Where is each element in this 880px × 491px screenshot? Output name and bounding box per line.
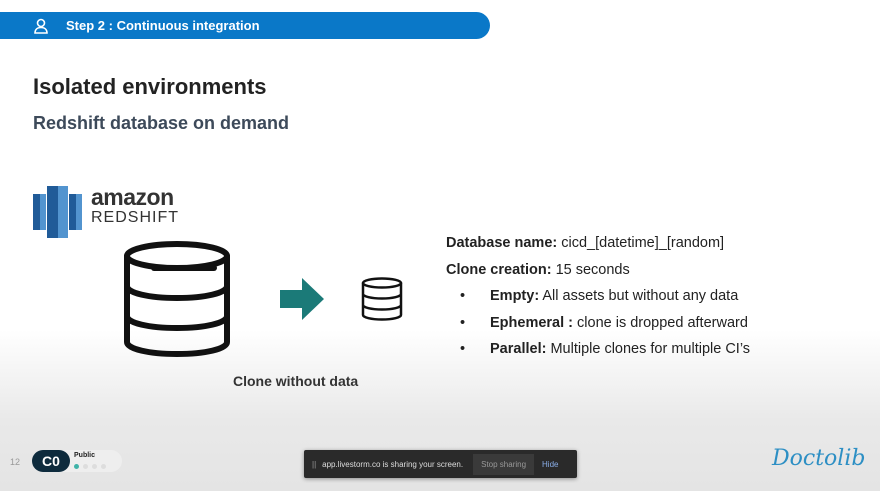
section-title: Step 2 : Continuous integration	[66, 18, 260, 33]
classification-label: Public	[74, 452, 96, 459]
logo-text-redshift: REDSHIFT	[91, 209, 179, 226]
slide-subtitle-wrap: Redshift database on demand	[33, 112, 289, 134]
section-header: Step 2 : Continuous integration	[0, 12, 490, 39]
hide-button[interactable]: Hide	[542, 459, 559, 469]
classification-dots	[74, 464, 106, 469]
arrow-right-icon	[280, 278, 324, 320]
bullet-ephemeral: Ephemeral : clone is dropped afterward	[460, 310, 750, 337]
details-list: Database name: cicd_[datetime]_[random] …	[446, 230, 750, 363]
stop-sharing-button[interactable]: Stop sharing	[473, 453, 535, 475]
slide-title-wrap: Isolated environments	[33, 74, 267, 100]
label: Ephemeral :	[490, 314, 573, 331]
value: clone is dropped afterward	[577, 314, 748, 331]
user-group-icon	[34, 18, 48, 34]
value: All assets but without any data	[542, 288, 739, 304]
slide-subtitle: Redshift database on demand	[33, 113, 290, 133]
bullet-parallel: Parallel: Multiple clones for multiple C…	[460, 336, 750, 363]
logo-text-amazon: amazon	[91, 184, 174, 210]
value: cicd_[datetime]_[random]	[561, 235, 725, 251]
page-number: 12	[10, 457, 21, 467]
redshift-logo-icon	[33, 186, 82, 238]
screen-sharing-bar: || app.livestorm.co is sharing your scre…	[304, 450, 577, 478]
label: Empty:	[490, 288, 540, 304]
value: 15 seconds	[555, 261, 630, 278]
database-small-icon	[361, 277, 403, 321]
bullet-empty: Empty: All assets but without any data	[460, 283, 750, 310]
doctolib-logo: Doctolib	[772, 446, 866, 471]
classification-badge: C0	[32, 450, 70, 472]
label: Database name:	[446, 235, 558, 251]
drag-handle-icon[interactable]: ||	[312, 459, 317, 469]
label: Parallel:	[490, 341, 547, 357]
database-large-icon	[124, 241, 230, 358]
label: Clone creation:	[446, 261, 552, 278]
clone-caption: Clone without data	[233, 373, 359, 389]
slide-title: Isolated environments	[33, 74, 267, 99]
value: Multiple clones for multiple CI’s	[550, 341, 751, 357]
clone-creation-row: Clone creation: 15 seconds	[446, 257, 750, 284]
database-name-row: Database name: cicd_[datetime]_[random]	[446, 230, 750, 257]
sharing-message: app.livestorm.co is sharing your screen.	[322, 459, 464, 469]
